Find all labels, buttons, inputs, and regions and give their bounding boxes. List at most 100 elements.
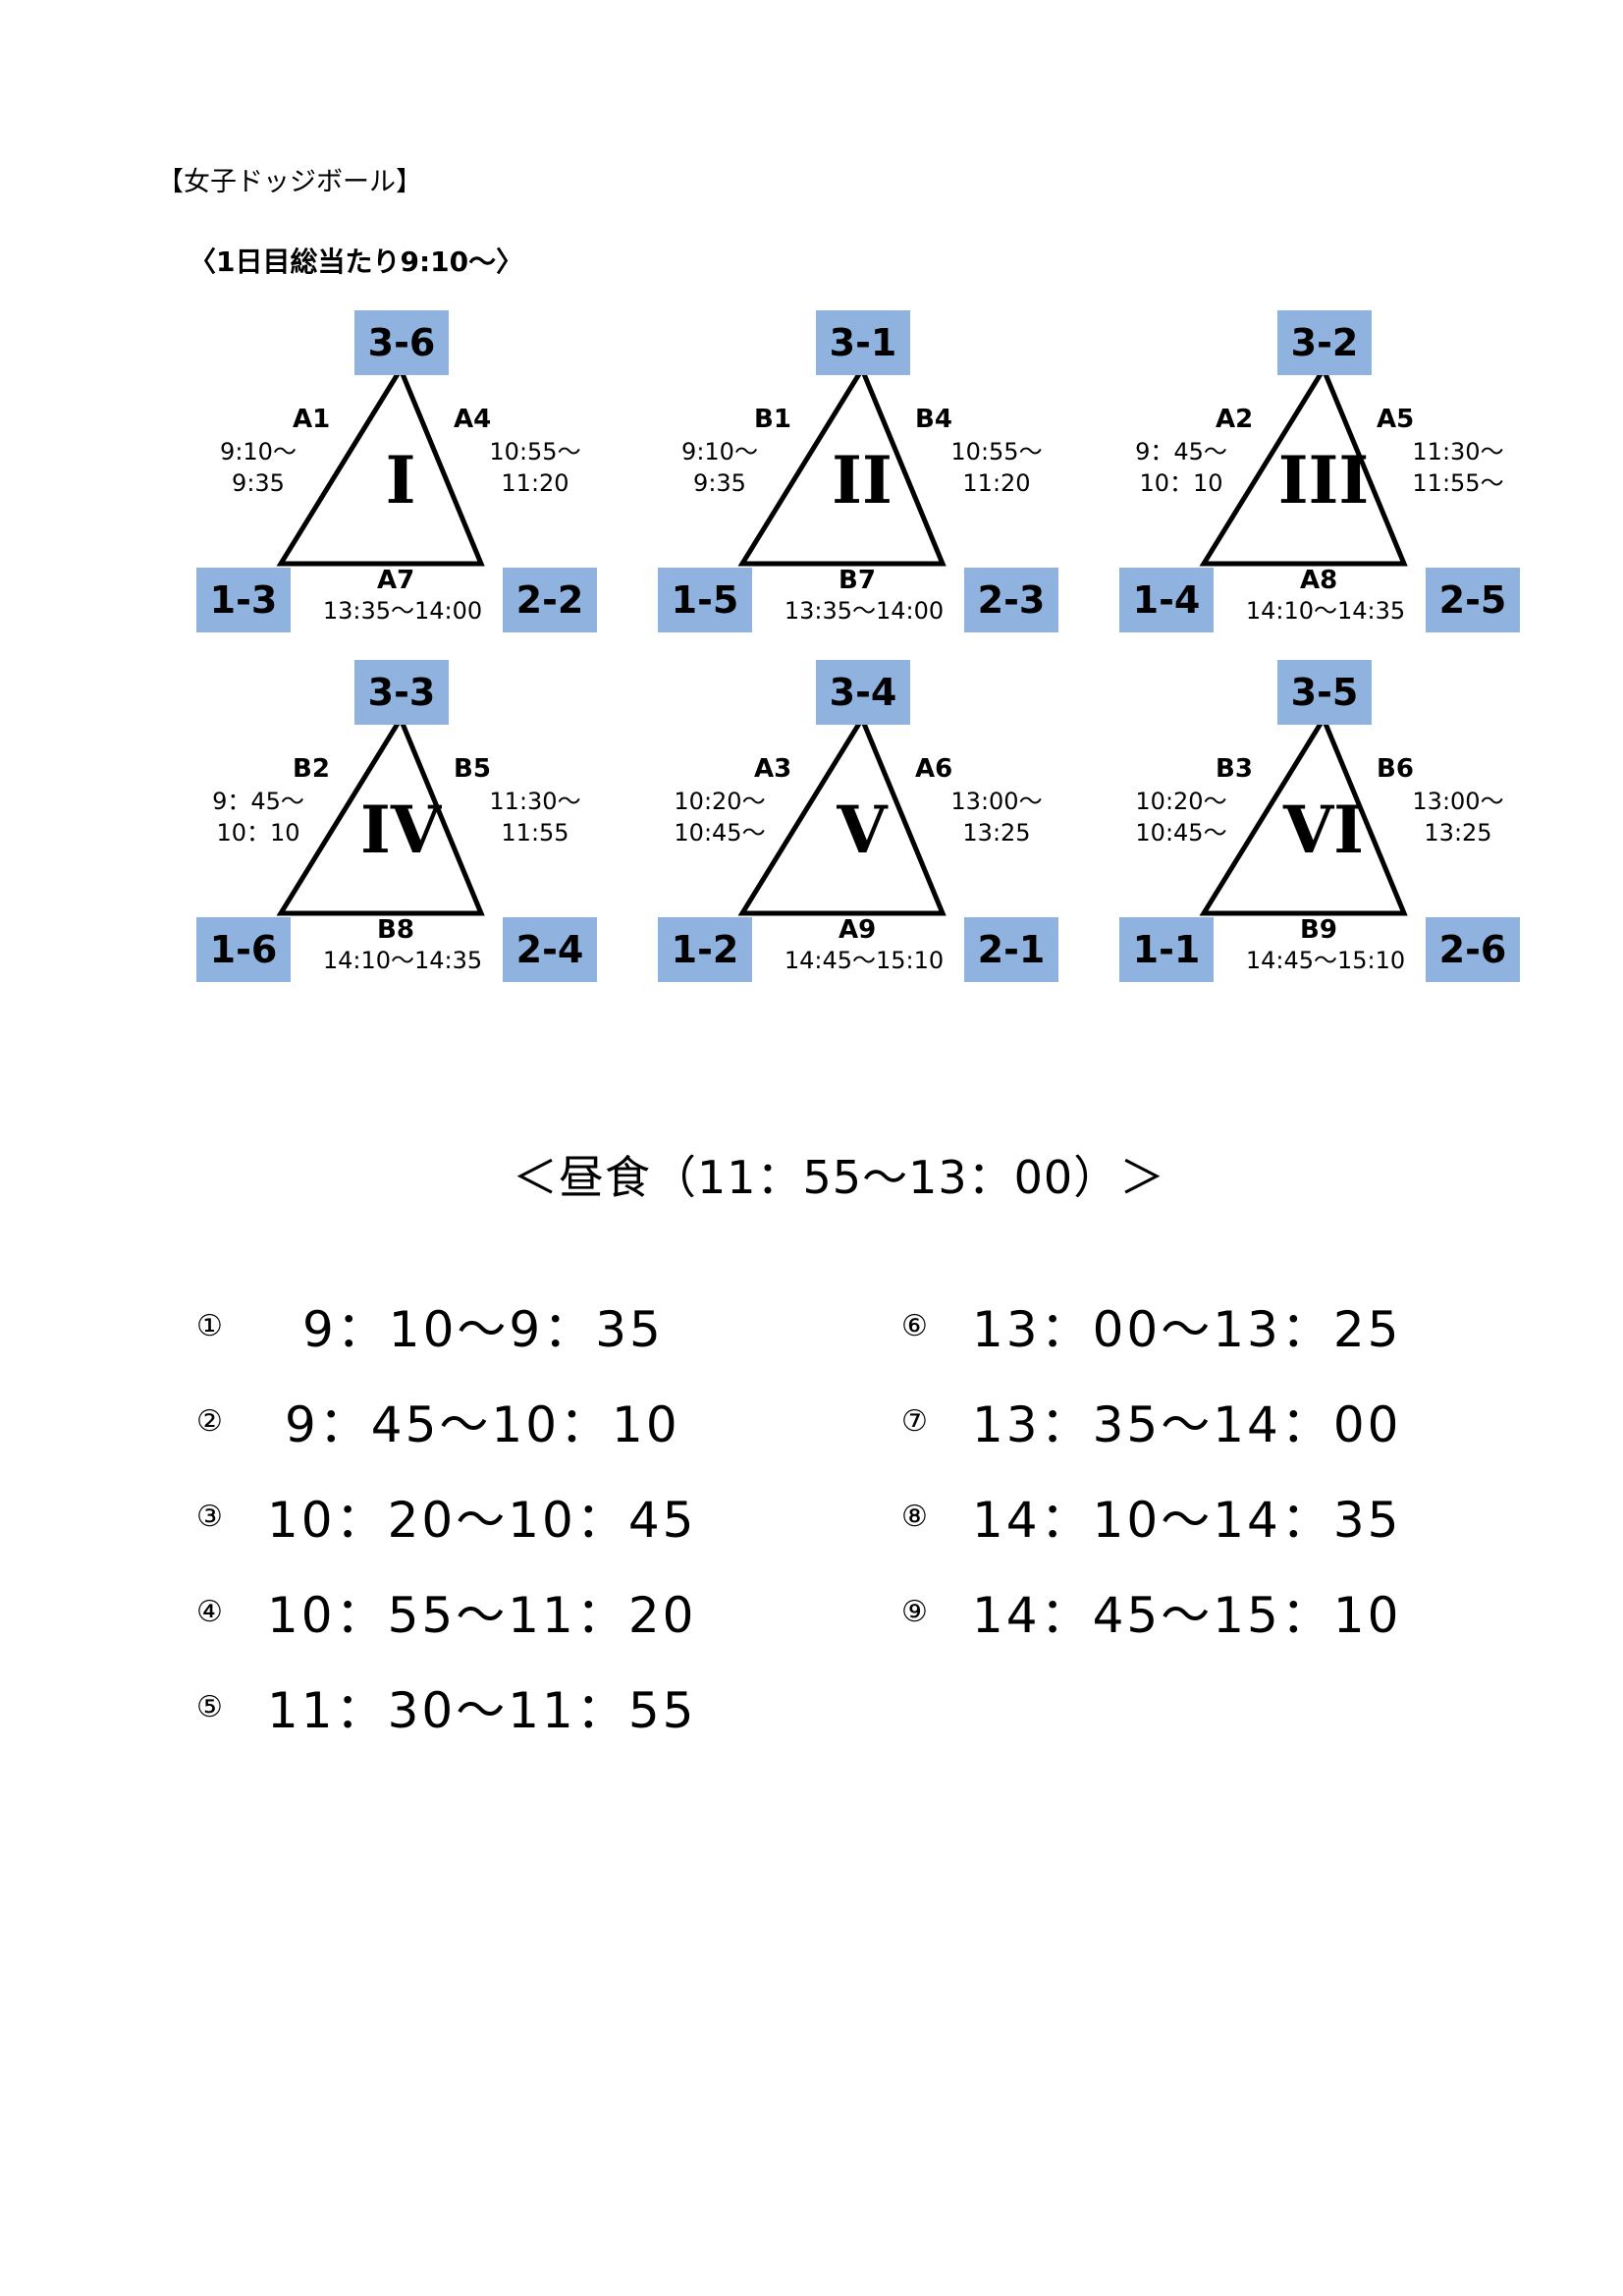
match-time-left: 10:20〜 10:45〜	[666, 786, 774, 848]
time-start: 11:30〜	[1412, 438, 1504, 465]
team-right: 2-5	[1426, 568, 1520, 632]
match-time-right: 11:30〜 11:55〜	[1404, 436, 1512, 499]
time-start: 10:20〜	[1135, 788, 1227, 815]
group-2: 3-1 1-5 2-3 II B1 B4 B7 9:10〜 9:35 10:55…	[658, 310, 1070, 644]
match-time-bottom: 13:35〜14:00	[784, 597, 945, 625]
team-top: 3-1	[816, 310, 910, 375]
time-end: 11:20	[501, 469, 569, 497]
match-label-right: A6	[915, 754, 953, 784]
match-label-bottom: A9	[839, 915, 877, 945]
time-slot: ⑧ 14：10〜14：35	[901, 1487, 1402, 1549]
slot-number: ③	[196, 1499, 223, 1534]
team-left: 1-3	[196, 568, 291, 632]
match-time-bottom: 14:45〜15:10	[784, 947, 945, 974]
match-time-bottom: 14:10〜14:35	[1245, 597, 1406, 625]
slot-number: ①	[196, 1308, 223, 1343]
time-start: 10:20〜	[674, 788, 766, 815]
match-label-right: B4	[915, 405, 952, 434]
group-5: 3-4 1-2 2-1 V A3 A6 A9 10:20〜 10:45〜 13:…	[658, 660, 1070, 994]
time-start: 9:10〜	[220, 438, 297, 465]
group-numeral: III	[1277, 442, 1370, 519]
time-slot: ② 9：45〜10：10	[196, 1392, 680, 1453]
time-end: 9:35	[693, 469, 746, 497]
triangle-shape	[737, 363, 947, 567]
time-start: 13:00〜	[950, 788, 1043, 815]
match-time-left: 9:10〜 9:35	[666, 436, 774, 499]
slot-number: ④	[196, 1594, 223, 1629]
match-time-right: 13:00〜 13:25	[1404, 786, 1512, 848]
team-top: 3-5	[1277, 660, 1372, 725]
team-right: 2-2	[503, 568, 597, 632]
slot-time: 11：30〜11：55	[267, 1682, 697, 1739]
match-time-right: 13:00〜 13:25	[943, 786, 1051, 848]
match-label-bottom: B9	[1300, 915, 1337, 945]
group-numeral: I	[385, 442, 416, 519]
time-start: 10:55〜	[950, 438, 1043, 465]
slot-time: 9：45〜10：10	[285, 1396, 680, 1453]
team-top: 3-4	[816, 660, 910, 725]
match-label-left: B2	[293, 754, 330, 784]
match-label-bottom: B8	[377, 915, 414, 945]
group-numeral: II	[832, 442, 893, 519]
match-label-left: B3	[1216, 754, 1253, 784]
team-left: 1-5	[658, 568, 752, 632]
time-slot: ⑨ 14：45〜15：10	[901, 1582, 1402, 1644]
time-slot: ⑤ 11：30〜11：55	[196, 1677, 697, 1739]
time-slot: ③ 10：20〜10：45	[196, 1487, 697, 1549]
slot-number: ⑦	[901, 1403, 928, 1439]
match-label-right: A5	[1377, 405, 1415, 434]
match-time-bottom: 14:10〜14:35	[322, 947, 483, 974]
time-end: 13:25	[962, 819, 1031, 847]
time-slot: ① 9：10〜9：35	[196, 1296, 664, 1358]
time-end: 10：10	[216, 819, 300, 847]
match-time-bottom: 13:35〜14:00	[322, 597, 483, 625]
time-end: 11:20	[962, 469, 1031, 497]
match-label-bottom: B7	[839, 566, 876, 595]
slot-number: ⑥	[901, 1308, 928, 1343]
team-left: 1-2	[658, 917, 752, 982]
slot-number: ⑧	[901, 1499, 928, 1534]
slot-time: 14：45〜15：10	[972, 1587, 1402, 1644]
group-numeral: IV	[359, 792, 442, 868]
match-time-right: 10:55〜 11:20	[943, 436, 1051, 499]
time-start: 11:30〜	[489, 788, 581, 815]
time-end: 13:25	[1424, 819, 1492, 847]
match-time-left: 9:10〜 9:35	[204, 436, 312, 499]
group-numeral: V	[837, 792, 888, 868]
team-right: 2-3	[964, 568, 1058, 632]
time-end: 11:55	[501, 819, 569, 847]
triangle-shape	[737, 713, 947, 916]
slot-number: ②	[196, 1403, 223, 1439]
slot-time: 10：20〜10：45	[267, 1492, 697, 1549]
team-top: 3-3	[354, 660, 449, 725]
match-time-left: 9：45〜 10：10	[204, 786, 312, 848]
triangle-shape	[1199, 713, 1408, 916]
time-slot: ⑦ 13：35〜14：00	[901, 1392, 1402, 1453]
time-start: 9：45〜	[212, 788, 304, 815]
group-numeral: VI	[1282, 792, 1365, 868]
time-start: 9：45〜	[1135, 438, 1227, 465]
time-end: 11:55〜	[1412, 469, 1504, 497]
match-label-bottom: A7	[377, 566, 415, 595]
slot-time: 13：35〜14：00	[972, 1396, 1402, 1453]
team-right: 2-1	[964, 917, 1058, 982]
slot-time: 13：00〜13：25	[972, 1301, 1402, 1358]
match-label-left: A3	[754, 754, 792, 784]
slot-time: 10：55〜11：20	[267, 1587, 697, 1644]
slot-time: 9：10〜9：35	[302, 1301, 664, 1358]
team-right: 2-4	[503, 917, 597, 982]
team-left: 1-4	[1119, 568, 1214, 632]
page-subtitle: 〈1日目総当たり9:10〜〉	[189, 246, 524, 278]
time-slot: ⑥ 13：00〜13：25	[901, 1296, 1402, 1358]
match-label-right: A4	[454, 405, 492, 434]
match-time-left: 9：45〜 10：10	[1127, 436, 1235, 499]
team-left: 1-6	[196, 917, 291, 982]
slot-time: 14：10〜14：35	[972, 1492, 1402, 1549]
triangle-shape	[1199, 363, 1408, 567]
group-4: 3-3 1-6 2-4 IV B2 B5 B8 9：45〜 10：10 11:3…	[196, 660, 609, 994]
match-time-right: 11:30〜 11:55	[481, 786, 589, 848]
triangle-shape	[276, 713, 485, 916]
time-start: 13:00〜	[1412, 788, 1504, 815]
time-start: 10:55〜	[489, 438, 581, 465]
triangle-shape	[276, 363, 485, 567]
